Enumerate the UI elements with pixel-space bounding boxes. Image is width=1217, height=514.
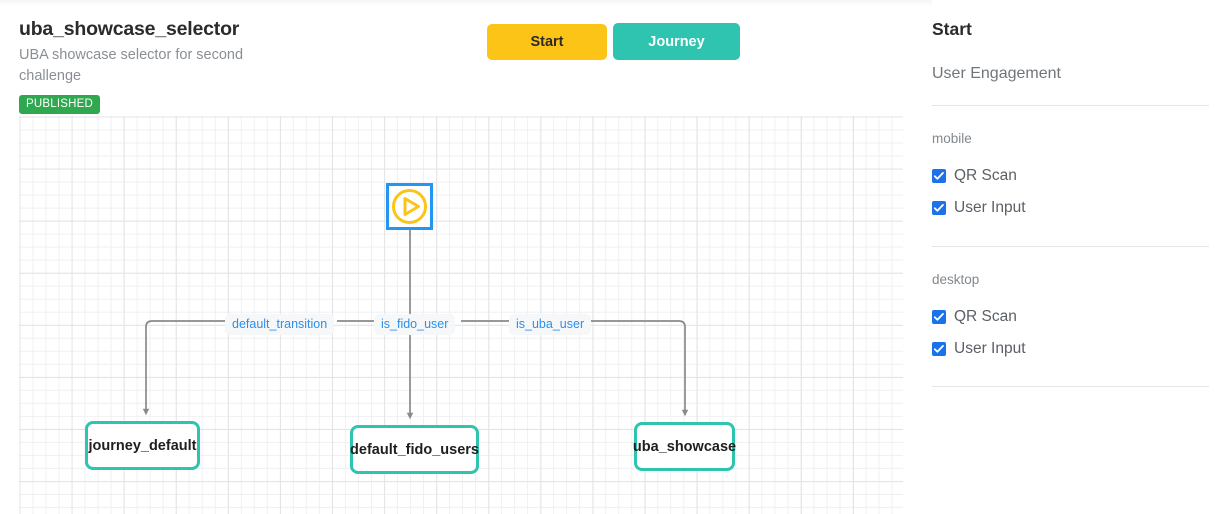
checkbox-label: QR Scan	[954, 167, 1017, 184]
page-title: uba_showcase_selector	[19, 18, 240, 40]
node-journey-default[interactable]: journey_default	[85, 421, 200, 470]
journey-button[interactable]: Journey	[613, 23, 740, 60]
check-icon	[933, 313, 944, 321]
checkbox-row-mobile-user-input[interactable]: User Input	[932, 198, 1026, 218]
start-button[interactable]: Start	[487, 24, 607, 60]
checkbox-row-mobile-qr-scan[interactable]: QR Scan	[932, 166, 1017, 186]
node-start[interactable]	[386, 183, 433, 230]
checkbox-row-desktop-user-input[interactable]: User Input	[932, 339, 1026, 359]
flow-edges	[142, 230, 689, 420]
flow-canvas[interactable]: default_transition is_fido_user is_uba_u…	[19, 116, 903, 514]
checkbox-mobile-user-input[interactable]	[932, 201, 946, 215]
check-icon	[933, 172, 944, 180]
checkbox-desktop-qr-scan[interactable]	[932, 310, 946, 324]
edge-label-default-transition[interactable]: default_transition	[225, 314, 335, 335]
properties-panel: Start User Engagement mobile QR Scan Use…	[932, 0, 1217, 514]
checkbox-label: QR Scan	[954, 308, 1017, 325]
node-uba-showcase[interactable]: uba_showcase	[633, 422, 736, 471]
node-default-fido-users[interactable]: default_fido_users	[350, 425, 479, 474]
checkbox-label: User Input	[954, 340, 1026, 357]
checkbox-desktop-user-input[interactable]	[932, 342, 946, 356]
checkbox-mobile-qr-scan[interactable]	[932, 169, 946, 183]
panel-divider-2	[932, 246, 1209, 247]
status-badge: PUBLISHED	[19, 95, 100, 114]
edge-label-is-uba-user[interactable]: is_uba_user	[509, 314, 592, 335]
panel-divider-3	[932, 386, 1209, 387]
group-label-mobile: mobile	[932, 131, 972, 146]
check-icon	[933, 204, 944, 212]
check-icon	[933, 345, 944, 353]
checkbox-row-desktop-qr-scan[interactable]: QR Scan	[932, 307, 1017, 327]
top-strip	[0, 0, 1217, 6]
flow-header: uba_showcase_selector UBA showcase selec…	[19, 17, 449, 114]
play-icon	[392, 189, 427, 224]
checkbox-label: User Input	[954, 199, 1026, 216]
flow-description: UBA showcase selector for second challen…	[19, 47, 244, 84]
panel-subtitle: User Engagement	[932, 65, 1061, 82]
panel-title: Start	[932, 19, 972, 39]
panel-divider-1	[932, 105, 1209, 106]
group-label-desktop: desktop	[932, 272, 980, 287]
edge-label-is-fido-user[interactable]: is_fido_user	[374, 314, 456, 335]
